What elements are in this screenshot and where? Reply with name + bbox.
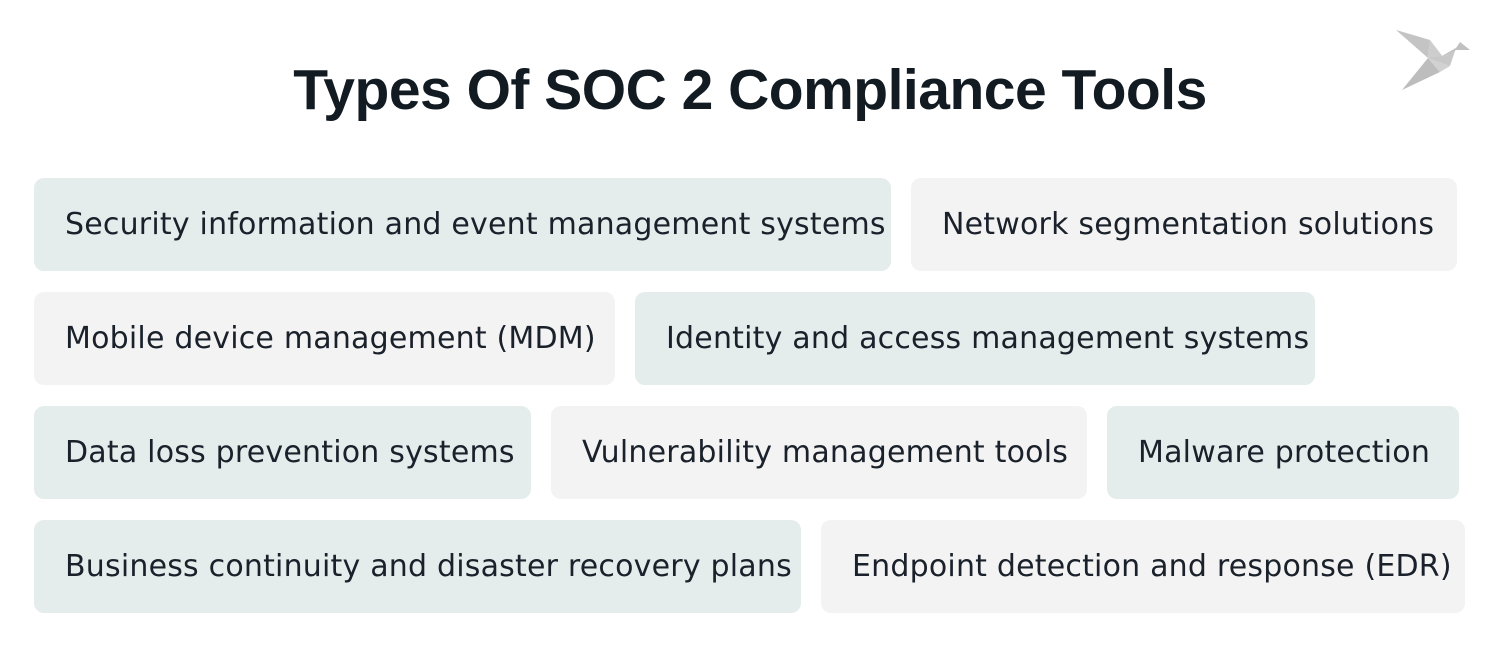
- chip-label: Security information and event managemen…: [65, 207, 886, 242]
- page-title: Types Of SOC 2 Compliance Tools: [293, 58, 1207, 122]
- chip-label: Malware protection: [1138, 435, 1431, 470]
- chip-label: Mobile device management (MDM): [65, 321, 596, 356]
- tool-chip-siem: Security information and event managemen…: [34, 178, 891, 271]
- tool-chip-bcdr: Business continuity and disaster recover…: [34, 520, 801, 613]
- chip-label: Data loss prevention systems: [65, 435, 515, 470]
- chip-label: Vulnerability management tools: [582, 435, 1069, 470]
- chip-label: Endpoint detection and response (EDR): [852, 549, 1452, 584]
- chip-label: Network segmentation solutions: [942, 207, 1435, 242]
- chip-label: Identity and access management systems: [666, 321, 1310, 356]
- chip-label: Business continuity and disaster recover…: [65, 549, 792, 584]
- tool-chip-mdm: Mobile device management (MDM): [34, 292, 615, 385]
- tool-chip-dlp: Data loss prevention systems: [34, 406, 531, 499]
- tool-chip-vulnerability-management: Vulnerability management tools: [551, 406, 1087, 499]
- tool-chip-edr: Endpoint detection and response (EDR): [821, 520, 1465, 613]
- tool-chip-malware-protection: Malware protection: [1107, 406, 1459, 499]
- origami-bird-icon: [1396, 30, 1470, 90]
- tool-chip-network-segmentation: Network segmentation solutions: [911, 178, 1457, 271]
- tool-chip-iam: Identity and access management systems: [635, 292, 1315, 385]
